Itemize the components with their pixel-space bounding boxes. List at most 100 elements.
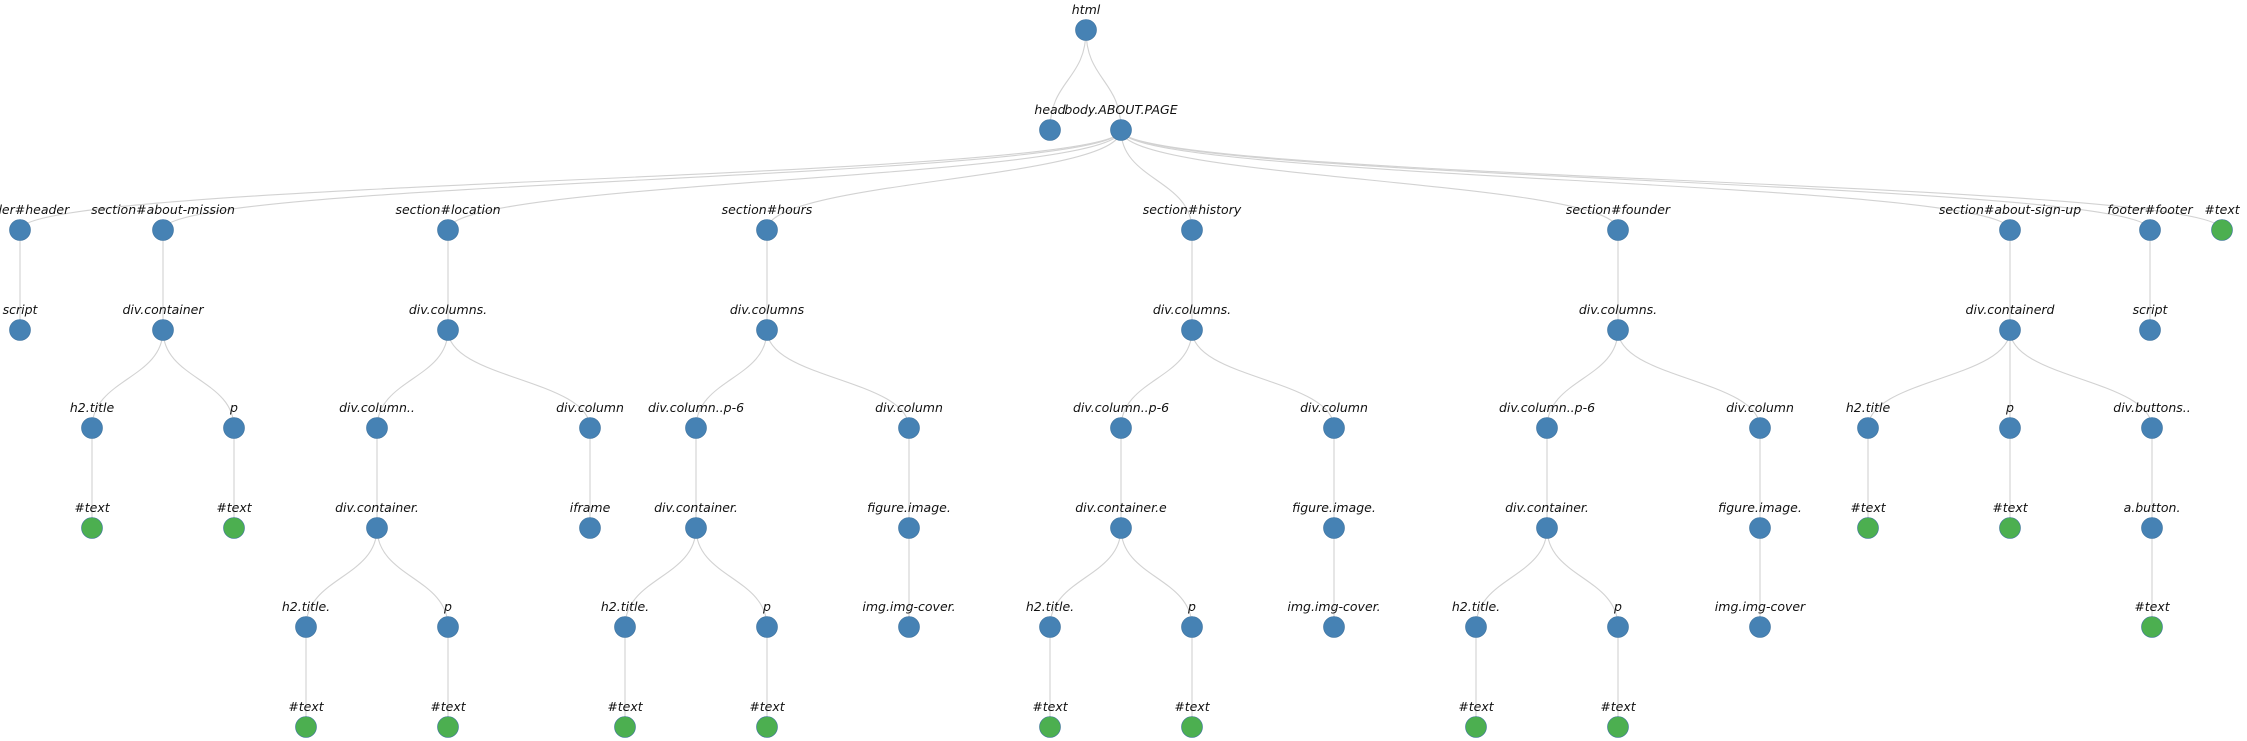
element-node-marker bbox=[1110, 119, 1132, 141]
element-node-div-column: div.column bbox=[875, 400, 943, 439]
tree-edge bbox=[1120, 527, 1193, 628]
element-node-div-columns: div.columns bbox=[730, 302, 805, 341]
element-node-marker bbox=[223, 417, 245, 439]
text-node-text: #text bbox=[74, 500, 111, 539]
node-label: div.column bbox=[1726, 400, 1794, 415]
node-label: iframe bbox=[570, 500, 611, 515]
tree-edge bbox=[766, 329, 910, 429]
node-label: #text bbox=[607, 699, 643, 714]
element-node-footer-footer: footer#footer bbox=[2107, 202, 2194, 241]
node-label: img.img-cover. bbox=[1287, 599, 1380, 614]
node-label: p bbox=[1613, 599, 1622, 614]
element-node-marker bbox=[898, 517, 920, 539]
node-label: p bbox=[762, 599, 771, 614]
node-label: #text bbox=[749, 699, 785, 714]
element-node-section-about-mission: section#about-mission bbox=[91, 202, 235, 241]
node-label: #text bbox=[288, 699, 324, 714]
element-node-marker bbox=[1323, 517, 1345, 539]
node-label: body.ABOUT.PAGE bbox=[1064, 102, 1177, 117]
node-label: head bbox=[1034, 102, 1065, 117]
element-node-script: script bbox=[2133, 302, 2169, 341]
element-node-section-hours: section#hours bbox=[722, 202, 813, 241]
text-node-marker bbox=[1607, 716, 1629, 738]
node-label: p bbox=[2005, 400, 2014, 415]
tree-edge bbox=[1120, 129, 2011, 231]
node-label: #text bbox=[1032, 699, 1068, 714]
node-label: h2.title bbox=[1846, 400, 1891, 415]
tree-edge bbox=[2009, 329, 2153, 429]
element-node-marker bbox=[437, 219, 459, 241]
element-node-marker bbox=[2141, 417, 2163, 439]
node-label: div.column..p-6 bbox=[648, 400, 744, 415]
element-node-section-history: section#history bbox=[1143, 202, 1242, 241]
element-node-section-founder: section#founder bbox=[1566, 202, 1671, 241]
tree-edge bbox=[19, 129, 1122, 231]
element-node-marker bbox=[1181, 319, 1203, 341]
node-label: #text bbox=[2204, 202, 2240, 217]
text-node-marker bbox=[2141, 616, 2163, 638]
element-node-img-img-cover: img.img-cover. bbox=[862, 599, 956, 638]
node-label: img.img-cover. bbox=[862, 599, 955, 614]
node-label: p bbox=[1187, 599, 1196, 614]
element-node-marker bbox=[1607, 219, 1629, 241]
text-node-marker bbox=[1999, 517, 2021, 539]
node-label: script bbox=[2133, 302, 2169, 317]
tree-edge bbox=[695, 527, 768, 628]
node-label: section#founder bbox=[1566, 202, 1671, 217]
element-node-marker bbox=[1857, 417, 1879, 439]
node-label: div.column..p-6 bbox=[1073, 400, 1169, 415]
node-label: figure.image. bbox=[1292, 500, 1376, 515]
element-node-h2-title: h2.title bbox=[70, 400, 115, 439]
node-label: #text bbox=[2134, 599, 2170, 614]
element-node-p: p bbox=[756, 599, 778, 638]
element-node-p: p bbox=[1607, 599, 1629, 638]
element-node-marker bbox=[1749, 616, 1771, 638]
element-node-script: script bbox=[3, 302, 39, 341]
element-node-div-container: div.container. bbox=[335, 500, 419, 539]
element-node-div-column-p-6: div.column..p-6 bbox=[648, 400, 744, 439]
tree-edge bbox=[1120, 129, 2223, 231]
element-node-marker bbox=[898, 417, 920, 439]
element-node-h2-title: h2.title. bbox=[1026, 599, 1074, 638]
node-label: figure.image. bbox=[1718, 500, 1802, 515]
element-node-marker bbox=[1323, 616, 1345, 638]
node-label: #text bbox=[1600, 699, 1636, 714]
text-node-text: #text bbox=[749, 699, 786, 738]
tree-edge bbox=[1617, 329, 1761, 429]
text-node-marker bbox=[614, 716, 636, 738]
tree-edge bbox=[1546, 329, 1619, 429]
element-node-h2-title: h2.title. bbox=[1452, 599, 1500, 638]
text-node-marker bbox=[756, 716, 778, 738]
element-node-marker bbox=[366, 417, 388, 439]
element-node-h2-title: h2.title. bbox=[601, 599, 649, 638]
node-label: p bbox=[443, 599, 452, 614]
text-node-text: #text bbox=[2204, 202, 2241, 241]
element-node-marker bbox=[756, 319, 778, 341]
element-node-marker bbox=[366, 517, 388, 539]
tree-edge bbox=[447, 329, 591, 429]
node-label: html bbox=[1072, 2, 1101, 17]
text-node-text: #text bbox=[1992, 500, 2029, 539]
element-node-marker bbox=[898, 616, 920, 638]
element-node-marker bbox=[579, 417, 601, 439]
node-label: h2.title bbox=[70, 400, 115, 415]
element-node-h2-title: h2.title bbox=[1846, 400, 1891, 439]
text-node-text: #text bbox=[288, 699, 325, 738]
text-node-marker bbox=[295, 716, 317, 738]
node-label: h2.title. bbox=[282, 599, 330, 614]
element-node-marker bbox=[756, 616, 778, 638]
node-label: #text bbox=[1992, 500, 2028, 515]
element-node-p: p bbox=[437, 599, 459, 638]
text-node-text: #text bbox=[1174, 699, 1211, 738]
element-node-section-location: section#location bbox=[395, 202, 501, 241]
element-node-marker bbox=[1536, 517, 1558, 539]
element-node-marker bbox=[152, 319, 174, 341]
node-label: section#hours bbox=[722, 202, 813, 217]
node-label: #text bbox=[1850, 500, 1886, 515]
element-node-marker bbox=[1749, 417, 1771, 439]
node-label: div.columns. bbox=[1579, 302, 1657, 317]
text-node-marker bbox=[2211, 219, 2233, 241]
element-node-marker bbox=[1465, 616, 1487, 638]
